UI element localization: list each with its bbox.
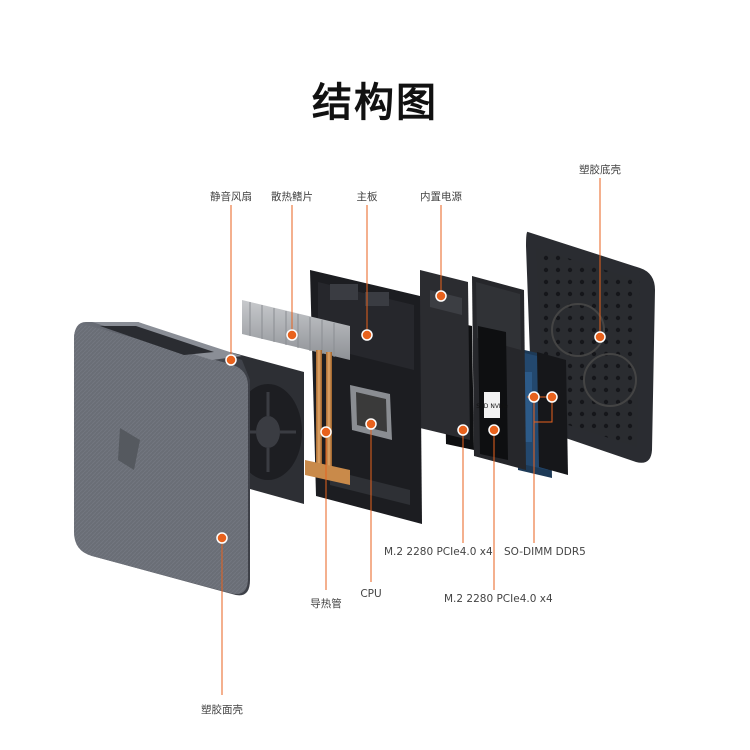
dot-heatpipe xyxy=(320,426,332,438)
dot-ssd2 xyxy=(488,424,500,436)
heatsink-part xyxy=(242,300,350,360)
heatpipe-part xyxy=(305,350,350,485)
label-ram: SO-DIMM DDR5 xyxy=(504,546,586,558)
ssd-2: SSD NVMe xyxy=(476,326,508,460)
label-cpu: CPU xyxy=(360,588,382,600)
dot-top-shell xyxy=(216,532,228,544)
label-ssd1: M.2 2280 PCIe4.0 x4 xyxy=(384,546,493,558)
leader-lines xyxy=(221,178,601,695)
page-title: 结构图 xyxy=(312,80,438,126)
dot-psu xyxy=(435,290,447,302)
label-psu: 内置电源 xyxy=(420,191,462,203)
label-heatsink: 散热鳍片 xyxy=(271,191,313,203)
psu-block xyxy=(420,270,470,440)
dot-fan xyxy=(225,354,237,366)
label-top-shell: 塑胶面壳 xyxy=(201,704,243,716)
label-heatpipe: 导热管 xyxy=(310,598,342,610)
label-ssd2: M.2 2280 PCIe4.0 x4 xyxy=(444,593,553,605)
dot-ram-b xyxy=(546,391,558,403)
dot-heatsink xyxy=(286,329,298,341)
leader-dots xyxy=(216,290,606,544)
dot-cpu xyxy=(365,418,377,430)
dot-bottom-shell xyxy=(594,331,606,343)
dot-ram-a xyxy=(528,391,540,403)
label-fan: 静音风扇 xyxy=(210,191,252,203)
top-shell-part xyxy=(74,322,250,596)
label-motherboard: 主板 xyxy=(356,191,378,203)
label-bottom-shell: 塑胶底壳 xyxy=(579,164,621,176)
ssd-2-mark: SSD NVMe xyxy=(476,403,508,410)
dot-motherboard xyxy=(361,329,373,341)
dot-ssd1 xyxy=(457,424,469,436)
